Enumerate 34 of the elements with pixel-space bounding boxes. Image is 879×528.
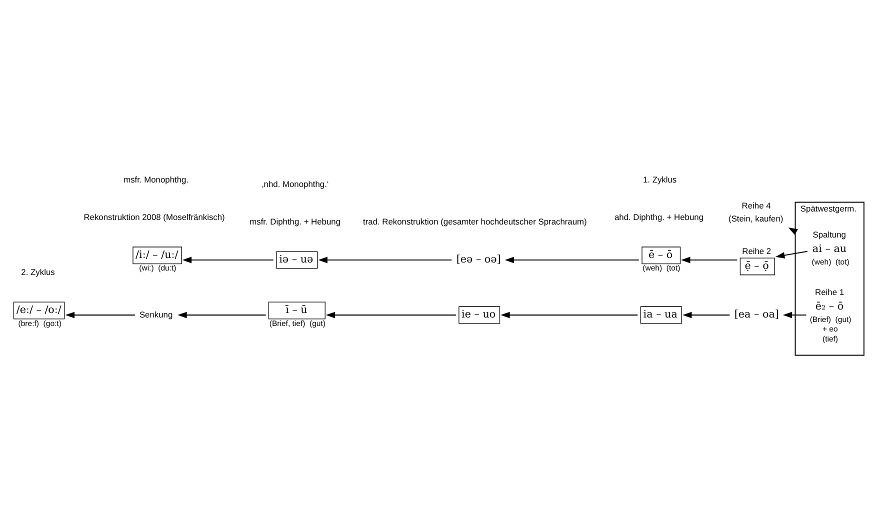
arrow	[318, 256, 452, 263]
node-text: Spaltung ai – au	[812, 229, 847, 255]
label: 2. Zyklus	[21, 266, 55, 277]
node-text: Reihe 4 (Stein, kaufen)	[728, 200, 784, 223]
node-box: ẹ̄ – ọ̄	[740, 257, 775, 275]
arrow	[681, 256, 738, 263]
node-box: iə – uə	[276, 250, 318, 268]
arrow	[326, 311, 456, 318]
node-label: Reihe 2	[742, 245, 772, 256]
label: msfr. Monophthg.	[124, 174, 189, 184]
node-box: /iː/ – /uː/	[132, 246, 182, 264]
node-box: ī – ū	[268, 301, 326, 319]
label: ahd. Diphthg. + Hebung	[614, 212, 704, 222]
node-text: [ea – oa]	[734, 308, 779, 320]
arrow	[775, 250, 808, 258]
node-text: [eə – oə]	[456, 252, 501, 265]
node-box: ia – ua	[640, 306, 682, 324]
arrow	[182, 256, 274, 263]
arrow	[178, 311, 266, 318]
node-box: ē – ō	[642, 246, 681, 264]
arrow	[504, 256, 639, 263]
arrow	[500, 311, 638, 318]
arrow	[782, 311, 806, 318]
node-box: /eː/ – /oː/	[13, 301, 65, 319]
label: Rekonstruktion 2008 (Moselfränkisch)	[84, 212, 225, 222]
node-box: ie – uo	[458, 306, 500, 324]
label: 1. Zyklus	[642, 174, 677, 184]
label: ‚nhd. Monophthg.‘	[262, 178, 329, 188]
label: trad. Rekonstruktion (gesamter hochdeutscher Sprachraum)	[363, 216, 587, 226]
node-text: Reihe 1 ē₂ – ō	[815, 286, 844, 312]
arrow	[682, 311, 730, 318]
label: msfr. Diphthg. + Hebung	[250, 216, 341, 226]
node-text: Senkung	[139, 308, 173, 319]
arrow	[65, 311, 135, 318]
